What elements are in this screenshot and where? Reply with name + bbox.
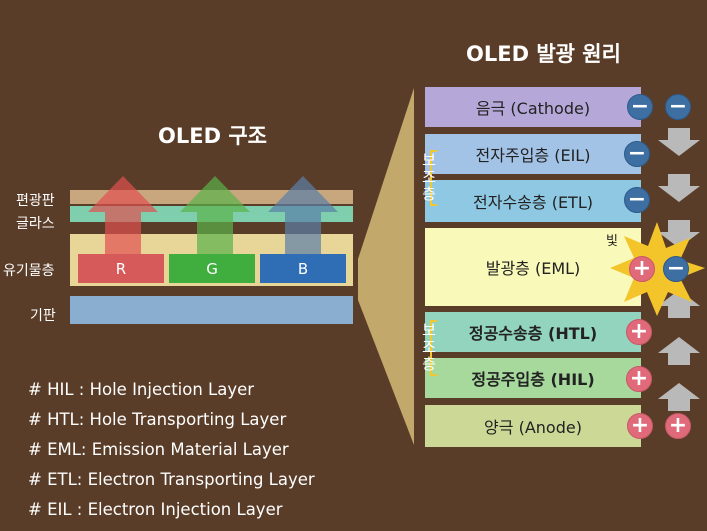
layer-anode: 양극 (Anode) xyxy=(425,405,641,447)
electron-icon: − xyxy=(627,94,653,120)
green-arrow-icon xyxy=(180,176,250,254)
substrate-layer xyxy=(70,296,353,324)
zoom-projection xyxy=(358,88,414,445)
light-label: 빛 xyxy=(606,234,618,249)
principle-title: OLED 발광 원리 xyxy=(466,42,621,66)
up-arrow-icon xyxy=(658,290,700,318)
definition-hil: # HIL : Hole Injection Layer xyxy=(28,380,255,399)
definition-eml: # EML: Emission Material Layer xyxy=(28,440,289,459)
light-burst-icon xyxy=(610,222,705,316)
up-arrow-icon xyxy=(658,337,700,365)
aux-bracket-bottom xyxy=(430,320,437,376)
down-arrow-icon xyxy=(658,128,700,156)
up-arrow-icon xyxy=(658,383,700,411)
label-glass: 글라스 xyxy=(16,216,55,232)
pixel-b: B xyxy=(260,254,346,283)
layer-etl: 전자수송층 (ETL) xyxy=(425,180,641,222)
red-arrow-icon xyxy=(88,176,158,254)
layer-hil: 정공주입층 (HIL) xyxy=(425,358,641,398)
blue-arrow-icon xyxy=(268,176,338,254)
electron-icon: − xyxy=(663,256,689,282)
label-polarizer: 편광판 xyxy=(16,193,55,209)
electron-icon: − xyxy=(624,187,650,213)
label-substrate: 기판 xyxy=(30,308,56,324)
hole-icon: + xyxy=(627,413,653,439)
electron-icon: − xyxy=(624,141,650,167)
hole-icon: + xyxy=(665,413,691,439)
layer-eml: 발광층 (EML) xyxy=(425,228,641,306)
pixel-g: G xyxy=(169,254,255,283)
aux-bracket-top xyxy=(430,150,437,206)
layer-htl: 정공수송층 (HTL) xyxy=(425,312,641,352)
definition-htl: # HTL: Hole Transporting Layer xyxy=(28,410,287,429)
hole-icon: + xyxy=(626,366,652,392)
layer-eil: 전자주입층 (EIL) xyxy=(425,134,641,174)
down-arrow-icon xyxy=(658,174,700,202)
down-arrow-icon xyxy=(658,220,700,248)
electron-icon: − xyxy=(665,94,691,120)
structure-title: OLED 구조 xyxy=(158,124,267,148)
hole-icon: + xyxy=(629,256,655,282)
pixel-r: R xyxy=(78,254,164,283)
definitions-list: # HIL : Hole Injection Layer # HTL: Hole… xyxy=(28,380,315,530)
layer-cathode: 음극 (Cathode) xyxy=(425,87,641,127)
hole-icon: + xyxy=(626,319,652,345)
label-organic: 유기물층 xyxy=(3,263,55,279)
definition-eil: # EIL : Electron Injection Layer xyxy=(28,500,283,519)
definition-etl: # ETL: Electron Transporting Layer xyxy=(28,470,315,489)
